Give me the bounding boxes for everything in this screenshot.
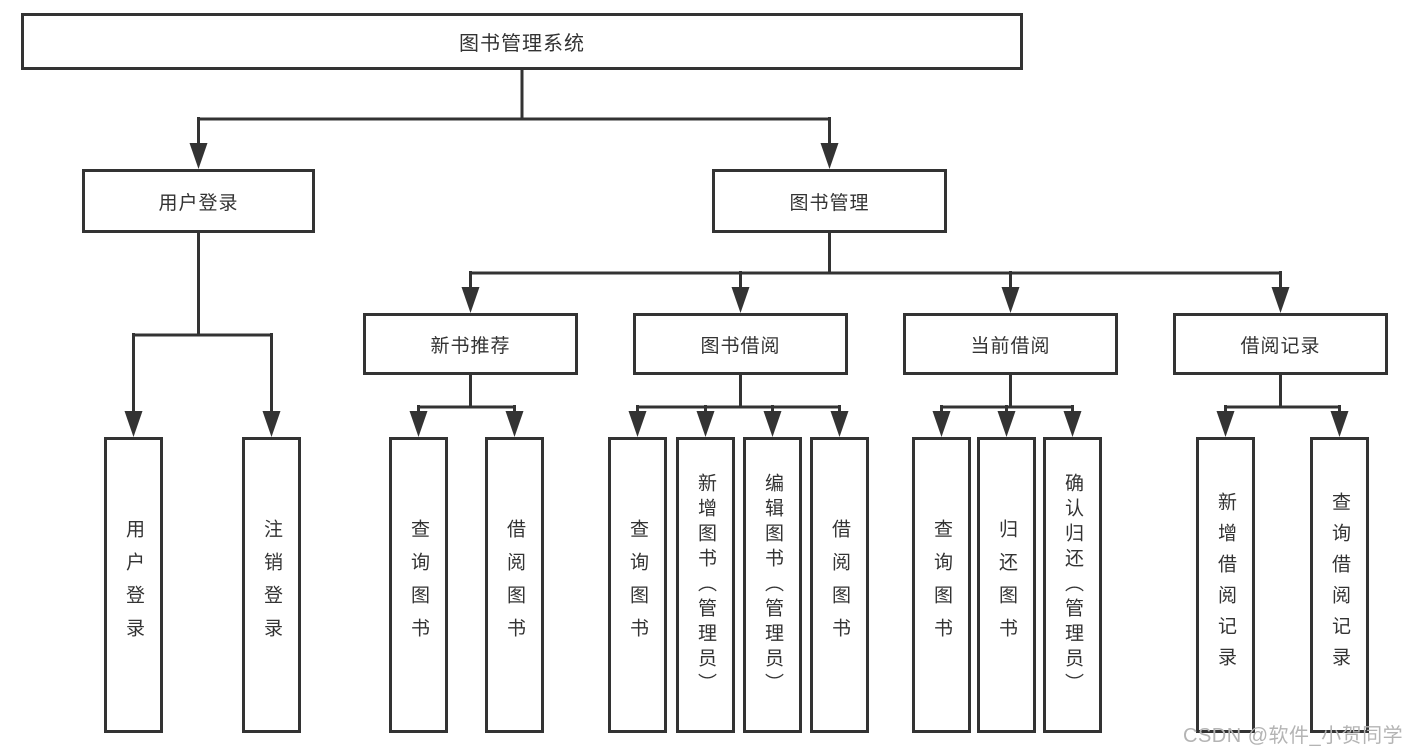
node-logout-label: 注销登录 — [261, 519, 282, 651]
node-logout: 注销登录 — [242, 437, 301, 733]
node-add-book-admin: 新增图书（管理员） — [676, 437, 735, 733]
connector-root-to-level2 — [189, 70, 839, 169]
connector-current-borrow-to-leaves — [932, 375, 1082, 437]
node-user-login-leaf-label: 用户登录 — [123, 519, 144, 651]
node-borrow-books-newbook: 借阅图书 — [485, 437, 544, 733]
node-query-borrow-record-label: 查询借阅记录 — [1329, 492, 1350, 678]
connector-borrow-records-to-leaves — [1216, 375, 1349, 437]
node-return-book-label: 归还图书 — [996, 519, 1017, 651]
node-query-books-current: 查询图书 — [912, 437, 971, 733]
node-book-management-label: 图书管理 — [789, 192, 870, 214]
node-query-books-borrowing: 查询图书 — [608, 437, 667, 733]
node-user-login-label: 用户登录 — [158, 192, 239, 214]
node-root-label: 图书管理系统 — [459, 33, 585, 55]
node-current-borrowing: 当前借阅 — [903, 313, 1118, 375]
node-query-books-newbook-label: 查询图书 — [408, 519, 429, 651]
node-borrow-books-borrowing-label: 借阅图书 — [829, 519, 850, 651]
node-return-book: 归还图书 — [977, 437, 1036, 733]
node-borrowing-records-label: 借阅记录 — [1240, 335, 1321, 357]
node-new-book-recommend-label: 新书推荐 — [430, 335, 511, 357]
node-book-borrowing-label: 图书借阅 — [700, 335, 781, 357]
node-book-management: 图书管理 — [712, 169, 947, 233]
connector-user-login-to-leaves — [124, 233, 281, 437]
watermark: CSDN @软件_小贺同学 — [1183, 725, 1404, 747]
node-borrowing-records: 借阅记录 — [1173, 313, 1388, 375]
node-query-borrow-record: 查询借阅记录 — [1310, 437, 1369, 733]
connector-new-book-to-leaves — [409, 375, 524, 437]
node-add-borrow-record: 新增借阅记录 — [1196, 437, 1255, 733]
node-edit-book-admin: 编辑图书（管理员） — [743, 437, 802, 733]
node-edit-book-admin-label: 编辑图书（管理员） — [762, 472, 783, 698]
node-query-books-newbook: 查询图书 — [389, 437, 448, 733]
node-borrow-books-newbook-label: 借阅图书 — [504, 519, 525, 651]
node-book-borrowing: 图书借阅 — [633, 313, 848, 375]
node-query-books-borrowing-label: 查询图书 — [627, 519, 648, 651]
node-query-books-current-label: 查询图书 — [931, 519, 952, 651]
node-confirm-return-admin-label: 确认归还（管理员） — [1062, 472, 1083, 698]
node-add-book-admin-label: 新增图书（管理员） — [695, 472, 716, 698]
node-user-login: 用户登录 — [82, 169, 315, 233]
node-add-borrow-record-label: 新增借阅记录 — [1215, 492, 1236, 678]
connector-book-borrow-to-leaves — [628, 375, 849, 437]
connector-book-mgmt-to-level3 — [461, 233, 1290, 313]
node-confirm-return-admin: 确认归还（管理员） — [1043, 437, 1102, 733]
node-new-book-recommend: 新书推荐 — [363, 313, 578, 375]
node-borrow-books-borrowing: 借阅图书 — [810, 437, 869, 733]
node-current-borrowing-label: 当前借阅 — [970, 335, 1051, 357]
node-root-system: 图书管理系统 — [21, 13, 1023, 70]
node-user-login-leaf: 用户登录 — [104, 437, 163, 733]
